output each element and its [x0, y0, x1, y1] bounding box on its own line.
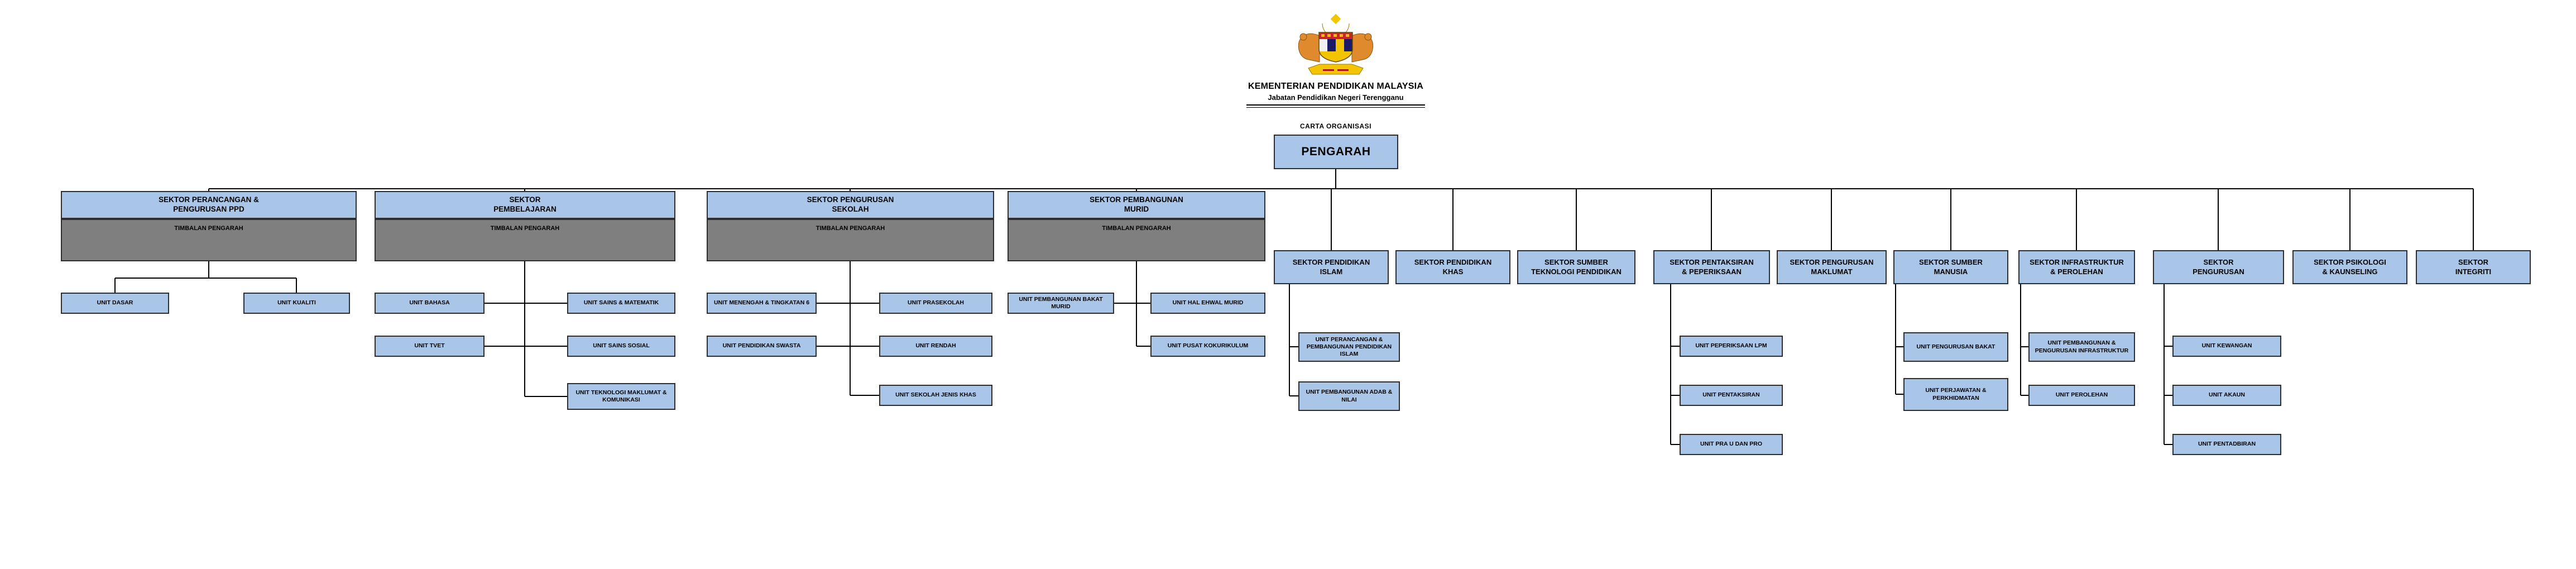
- unit-box-pentaksiran: UNIT PENTAKSIRAN: [1680, 385, 1783, 406]
- unit-box-perjawatan-perkhidmatan: UNIT PERJAWATAN & PERKHIDMATAN: [1903, 378, 2008, 411]
- sector-box-pendidikan-khas: SEKTOR PENDIDIKAN KHAS: [1395, 250, 1510, 284]
- unit-box-pembangunan-bakat-murid: UNIT PEMBANGUNAN BAKAT MURID: [1008, 293, 1114, 314]
- sector-box-psikologi-kaunseling: SEKTOR PSIKOLOGI & KAUNSELING: [2292, 250, 2407, 284]
- malaysia-coat-of-arms-icon: [1294, 13, 1378, 78]
- unit-box-bahasa: UNIT BAHASA: [375, 293, 485, 314]
- sector-box-pentaksiran-peperiksaan: SEKTOR PENTAKSIRAN & PEPERIKSAAN: [1653, 250, 1770, 284]
- sector-box-integriti: SEKTOR INTEGRITI: [2416, 250, 2531, 284]
- sector-box-infrastruktur-perolehan: SEKTOR INFRASTRUKTUR & PEROLEHAN: [2018, 250, 2135, 284]
- unit-box-pusat-kokurikulum: UNIT PUSAT KOKURIKULUM: [1150, 336, 1265, 357]
- unit-box-peperiksaan-lpm: UNIT PEPERIKSAAN LPM: [1680, 336, 1783, 357]
- unit-box-perancangan-pembangunan-pendidikan-islam: UNIT PERANCANGAN & PEMBANGUNAN PENDIDIKA…: [1298, 332, 1400, 362]
- sector-box-sumber-manusia: SEKTOR SUMBER MANUSIA: [1893, 250, 2008, 284]
- unit-box-pendidikan-swasta: UNIT PENDIDIKAN SWASTA: [707, 336, 817, 357]
- director-box: PENGARAH: [1274, 135, 1398, 169]
- unit-box-hal-ehwal-murid: UNIT HAL EHWAL MURID: [1150, 293, 1265, 314]
- unit-box-tvet: UNIT TVET: [375, 336, 485, 357]
- unit-box-kualiti: UNIT KUALITI: [243, 293, 350, 314]
- unit-box-sains-sosial: UNIT SAINS SOSIAL: [567, 336, 675, 357]
- unit-box-rendah: UNIT RENDAH: [879, 336, 992, 357]
- deputy-box-pembangunan-murid: TIMBALAN PENGARAH: [1008, 219, 1265, 261]
- sector-box-pengurusan-sekolah: SEKTOR PENGURUSAN SEKOLAH: [707, 191, 994, 219]
- unit-box-kewangan: UNIT KEWANGAN: [2172, 336, 2281, 357]
- chart-title: CARTA ORGANISASI: [1300, 122, 1371, 130]
- sector-box-pendidikan-islam: SEKTOR PENDIDIKAN ISLAM: [1274, 250, 1389, 284]
- sector-box-pengurusan: SEKTOR PENGURUSAN: [2153, 250, 2284, 284]
- sector-box-pengurusan-maklumat: SEKTOR PENGURUSAN MAKLUMAT: [1777, 250, 1887, 284]
- unit-box-pembangunan-adab-nilai: UNIT PEMBANGUNAN ADAB & NILAI: [1298, 381, 1400, 411]
- letterhead-rule-top: [1246, 104, 1425, 106]
- deputy-box-pembelajaran: TIMBALAN PENGARAH: [375, 219, 675, 261]
- unit-box-prasekolah: UNIT PRASEKOLAH: [879, 293, 992, 314]
- unit-box-akaun: UNIT AKAUN: [2172, 385, 2281, 406]
- sector-box-pembangunan-murid: SEKTOR PEMBANGUNAN MURID: [1008, 191, 1265, 219]
- sector-box-pembelajaran: SEKTOR PEMBELAJARAN: [375, 191, 675, 219]
- unit-box-sekolah-jenis-khas: UNIT SEKOLAH JENIS KHAS: [879, 385, 992, 406]
- letterhead-rule-bottom: [1246, 107, 1425, 108]
- deputy-box-pengurusan-sekolah: TIMBALAN PENGARAH: [707, 219, 994, 261]
- unit-box-dasar: UNIT DASAR: [61, 293, 169, 314]
- unit-box-perolehan: UNIT PEROLEHAN: [2028, 385, 2135, 406]
- sector-box-sumber-teknologi-pendidikan: SEKTOR SUMBER TEKNOLOGI PENDIDIKAN: [1517, 250, 1635, 284]
- unit-box-pra-u-dan-pro: UNIT PRA U DAN PRO: [1680, 434, 1783, 455]
- ministry-title: KEMENTERIAN PENDIDIKAN MALAYSIA: [1248, 82, 1424, 91]
- sector-box-perancangan-pengurusan-ppd: SEKTOR PERANCANGAN & PENGURUSAN PPD: [61, 191, 357, 219]
- unit-box-pentadbiran: UNIT PENTADBIRAN: [2172, 434, 2281, 455]
- unit-box-pengurusan-bakat: UNIT PENGURUSAN BAKAT: [1903, 332, 2008, 362]
- unit-box-pembangunan-pengurusan-infrastruktur: UNIT PEMBANGUNAN & PENGURUSAN INFRASTRUK…: [2028, 332, 2135, 362]
- unit-box-sains-matematik: UNIT SAINS & MATEMATIK: [567, 293, 675, 314]
- department-subtitle: Jabatan Pendidikan Negeri Terengganu: [1268, 93, 1404, 102]
- deputy-box-perancangan: TIMBALAN PENGARAH: [61, 219, 357, 261]
- unit-box-teknologi-maklumat-komunikasi: UNIT TEKNOLOGI MAKLUMAT & KOMUNIKASI: [567, 383, 675, 410]
- unit-box-menengah-tingkatan-6: UNIT MENENGAH & TINGKATAN 6: [707, 293, 817, 314]
